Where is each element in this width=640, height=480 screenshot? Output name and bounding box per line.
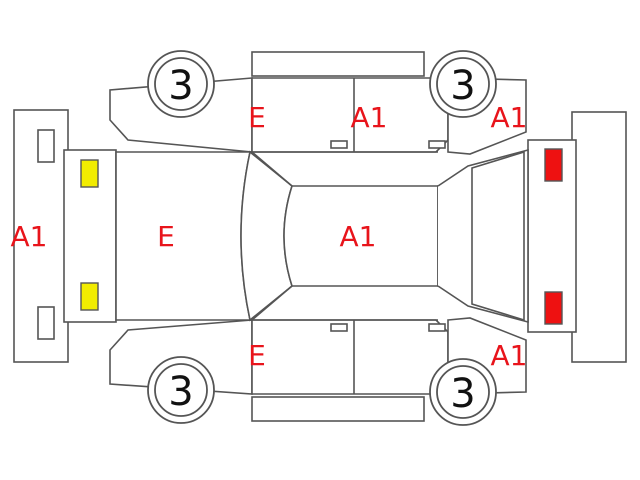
- label-top-front-door: E: [248, 101, 266, 134]
- label-bottom-front-door: E: [248, 339, 266, 372]
- wheel-top-rear[interactable]: 3: [429, 50, 497, 118]
- label-hood: E: [157, 220, 175, 253]
- top-side-body[interactable]: [109, 77, 527, 155]
- bottom-side-skirt[interactable]: [251, 396, 425, 422]
- label-bottom-rear-fender: A1: [491, 339, 528, 372]
- front-lamp-top: [80, 159, 99, 188]
- wheel-top-rear-code: 3: [450, 63, 475, 109]
- wheel-top-front[interactable]: 3: [147, 50, 215, 118]
- label-top-rear-door: A1: [351, 101, 388, 134]
- wheel-bottom-rear-code: 3: [450, 371, 475, 417]
- wheel-bottom-front-code: 3: [168, 369, 193, 415]
- rear-lamp-bottom: [544, 291, 563, 325]
- label-front-bumper: A1: [11, 220, 48, 253]
- rear-bumper[interactable]: [571, 111, 627, 363]
- front-lamp-bottom: [80, 282, 99, 311]
- top-side-skirt[interactable]: [251, 51, 425, 77]
- wheel-bottom-front[interactable]: 3: [147, 356, 215, 424]
- rear-panel: [527, 139, 577, 333]
- wheel-top-front-code: 3: [168, 63, 193, 109]
- rear-lamp-top: [544, 148, 563, 182]
- wheel-bottom-rear[interactable]: 3: [429, 358, 497, 426]
- front-bumper[interactable]: [13, 109, 69, 363]
- top-view-body[interactable]: [115, 148, 529, 324]
- label-roof: A1: [340, 220, 377, 253]
- front-panel: [63, 149, 117, 323]
- label-top-rear-fender: A1: [491, 101, 528, 134]
